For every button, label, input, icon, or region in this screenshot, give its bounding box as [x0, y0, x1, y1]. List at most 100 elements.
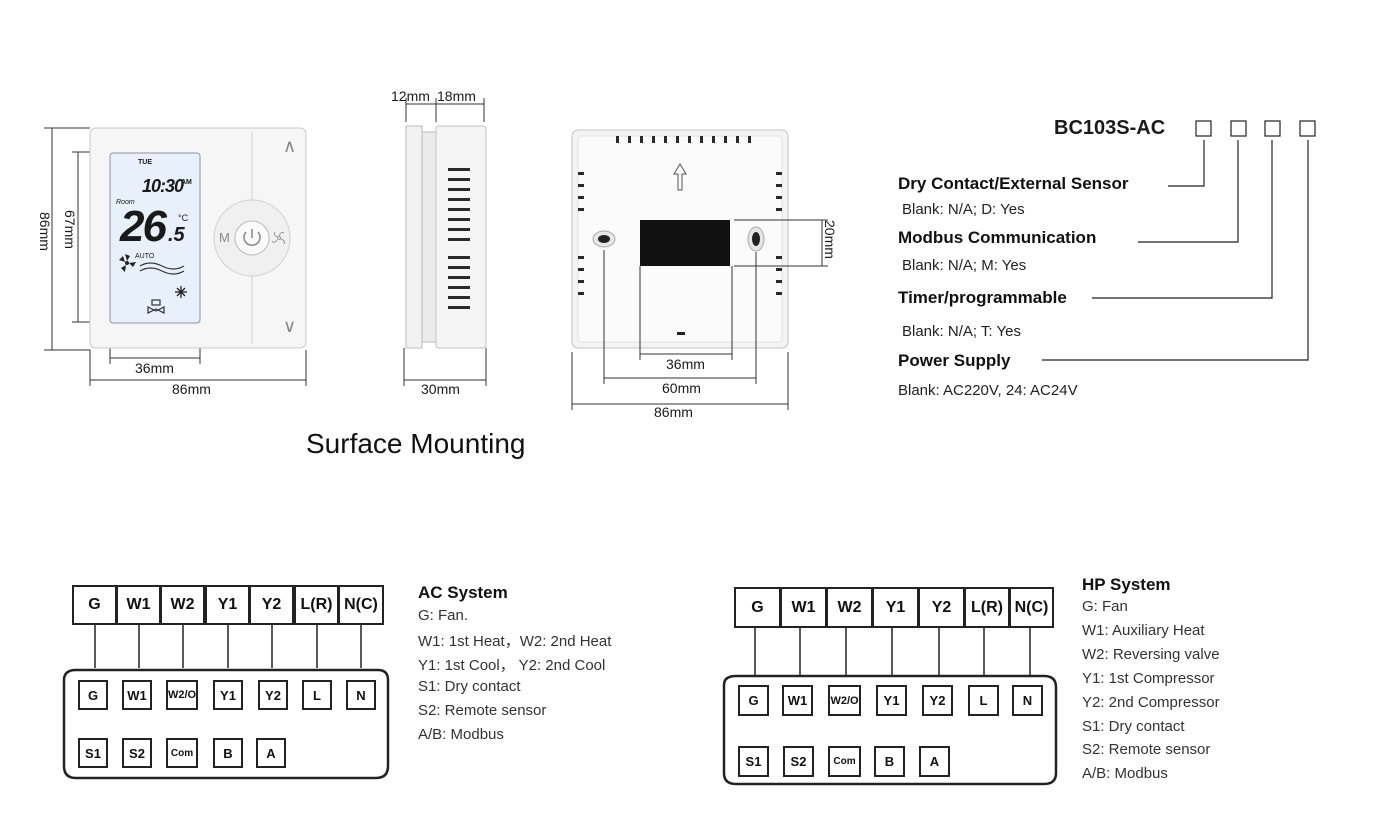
- front-view-drawing: [44, 127, 307, 386]
- lcd-fan-icon: [119, 254, 136, 272]
- hp-top-terminal-strip: G W1 W2 Y1 Y2 L(R) N(C): [734, 587, 1054, 628]
- option-box-2: [1230, 120, 1247, 137]
- hp-terminal: Y1: [876, 685, 907, 716]
- ac-system-line: S1: Dry contact: [418, 678, 521, 695]
- hp-terminal: B: [874, 746, 905, 777]
- hp-wiring-lines: [722, 627, 1058, 786]
- back-hole-dim: 36mm: [666, 356, 705, 372]
- back-cutout-dim: 20mm: [822, 220, 838, 259]
- option-desc-dry-contact: Blank: N/A; D: Yes: [902, 201, 1025, 218]
- lcd-ampm: AM: [181, 179, 192, 186]
- model-code: BC103S-AC: [1054, 117, 1166, 139]
- hp-system-line: G: Fan: [1082, 598, 1128, 615]
- back-top-vents: [616, 136, 751, 143]
- hp-system-line: S2: Remote sensor: [1082, 741, 1211, 758]
- hp-top-terminal: W1: [780, 587, 827, 628]
- hp-terminal: L: [968, 685, 999, 716]
- lcd-unit: °C: [178, 213, 189, 223]
- screen-width-dim: 36mm: [135, 360, 174, 376]
- option-title-modbus: Modbus Communication: [898, 228, 1097, 247]
- up-direction-arrow-icon: [673, 163, 687, 191]
- hp-system-line: S1: Dry contact: [1082, 718, 1185, 735]
- ac-terminal: L: [302, 680, 332, 710]
- ac-top-terminal: W2: [160, 585, 205, 625]
- down-arrow-icon: ∨: [283, 316, 297, 336]
- mode-button: M: [219, 230, 230, 245]
- ac-terminal: B: [213, 738, 243, 768]
- side-vent-slots: [448, 168, 470, 309]
- ac-terminal: Y2: [258, 680, 288, 710]
- hp-terminal: W1: [782, 685, 813, 716]
- lcd-temp-decimal: .5: [168, 224, 185, 246]
- hp-top-terminal: L(R): [964, 587, 1010, 628]
- side-depth-dim: 30mm: [421, 381, 460, 397]
- ac-system-line: S2: Remote sensor: [418, 702, 547, 719]
- hp-terminal: S1: [738, 746, 769, 777]
- option-desc-power: Blank: AC220V, 24: AC24V: [898, 382, 1078, 399]
- up-arrow-icon: ∧: [283, 136, 297, 156]
- ac-top-terminal: W1: [116, 585, 161, 625]
- hp-top-terminal: Y1: [872, 587, 919, 628]
- hp-system-line: A/B: Modbus: [1082, 765, 1168, 782]
- hp-top-terminal: W2: [826, 587, 873, 628]
- ac-terminal: W2/O: [166, 680, 198, 710]
- ac-wiring-lines: [62, 624, 390, 780]
- option-desc-timer: Blank: N/A; T: Yes: [902, 323, 1021, 340]
- ac-terminal: S1: [78, 738, 108, 768]
- side-back-dim: 18mm: [437, 88, 476, 104]
- hp-terminal: Y2: [922, 685, 953, 716]
- ac-system-line: G: Fan.: [418, 607, 469, 624]
- ac-top-terminal: Y2: [249, 585, 294, 625]
- lcd-mode: AUTO: [135, 253, 155, 260]
- ac-terminal: N: [346, 680, 376, 710]
- front-width-dim: 86mm: [172, 381, 211, 397]
- power-icon: [243, 231, 261, 247]
- ac-terminal: G: [78, 680, 108, 710]
- hp-terminal: A: [919, 746, 950, 777]
- side-front-dim: 12mm: [391, 88, 430, 104]
- hp-system-title: HP System: [1082, 575, 1171, 594]
- lcd-room: Room: [116, 199, 135, 206]
- back-width-dim: 86mm: [654, 404, 693, 420]
- hp-top-terminal: N(C): [1009, 587, 1054, 628]
- model-code-leaders: [1042, 120, 1316, 361]
- back-span-dim: 60mm: [662, 380, 701, 396]
- ac-terminal: W1: [122, 680, 152, 710]
- ac-top-terminal: G: [72, 585, 117, 625]
- hp-terminal: N: [1012, 685, 1043, 716]
- ac-top-terminal: L(R): [294, 585, 339, 625]
- hp-terminal: S2: [783, 746, 814, 777]
- front-height-dim: 86mm: [37, 212, 53, 251]
- lcd-temp: 26: [120, 202, 167, 251]
- surface-mounting-title: Surface Mounting: [306, 428, 526, 459]
- lcd-time: 10:30: [142, 176, 184, 196]
- option-desc-modbus: Blank: N/A; M: Yes: [902, 257, 1027, 274]
- screen-height-dim: 67mm: [62, 210, 78, 249]
- ac-terminal: Y1: [213, 680, 243, 710]
- back-view-drawing: [571, 129, 828, 410]
- ac-top-terminal: N(C): [338, 585, 384, 625]
- hp-top-terminal: Y2: [918, 587, 965, 628]
- hp-top-terminal: G: [734, 587, 781, 628]
- option-box-3: [1264, 120, 1281, 137]
- hp-terminal: Com: [828, 746, 861, 777]
- ac-top-terminal-strip: G W1 W2 Y1 Y2 L(R) N(C): [72, 585, 384, 625]
- option-title-dry-contact: Dry Contact/External Sensor: [898, 174, 1129, 193]
- hp-terminal: W2/O: [828, 685, 861, 716]
- option-box-4: [1299, 120, 1316, 137]
- ac-system-line: W1: 1st Heat，W2: 2nd Heat: [418, 633, 612, 650]
- hp-system-line: W1: Auxiliary Heat: [1082, 622, 1205, 639]
- option-title-power: Power Supply: [898, 351, 1011, 370]
- lcd-wave-icon: [139, 262, 185, 275]
- hp-system-line: Y2: 2nd Compressor: [1082, 694, 1220, 711]
- option-title-timer: Timer/programmable: [898, 288, 1067, 307]
- back-cutout: [640, 220, 730, 266]
- ac-terminal: A: [256, 738, 286, 768]
- ac-system-title: AC System: [418, 583, 508, 602]
- hp-system-line: W2: Reversing valve: [1082, 646, 1220, 663]
- back-right-vents: [776, 172, 782, 295]
- lcd-screen: [109, 152, 201, 324]
- snowflake-icon: [175, 286, 187, 298]
- ac-terminal: S2: [122, 738, 152, 768]
- hp-terminal: G: [738, 685, 769, 716]
